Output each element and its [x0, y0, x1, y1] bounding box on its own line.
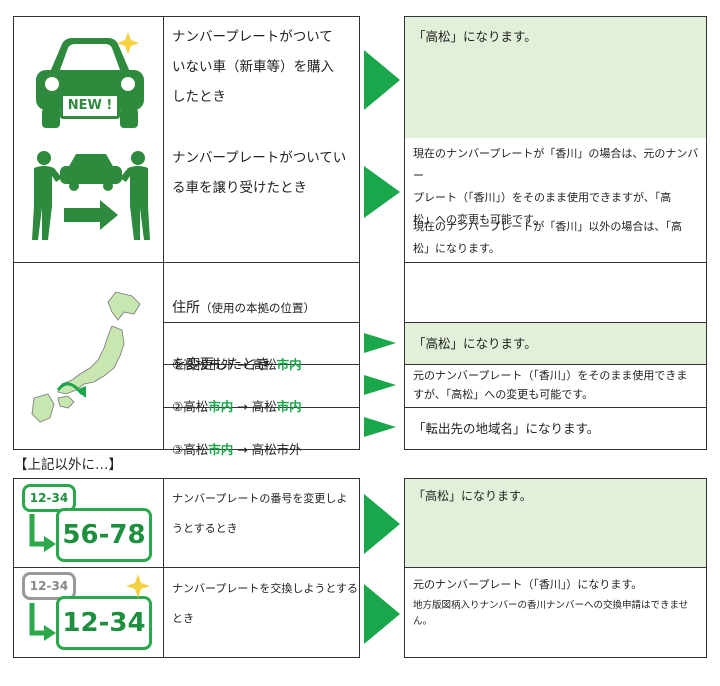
case2-result: 元のナンバープレート（「香川」）をそのまま使用できま すが、「高松」への変更も可…	[413, 369, 688, 401]
case3-result: 「転出先の地域名」になります。	[413, 421, 600, 436]
address-case3: ③高松市内 → 高松市外	[172, 442, 302, 457]
address-case2: ②高松市内 → 高松市内	[172, 399, 302, 414]
address-title-main2: を変更したとき	[172, 357, 270, 373]
address-title-sub: （使用の本拠の位置）	[200, 301, 315, 315]
address-case3-cell	[163, 407, 360, 450]
row1-result: 「高松」になります。	[413, 29, 537, 44]
new-badge: NEW !	[60, 93, 120, 119]
other-row1-arrow-icon	[364, 494, 400, 554]
address-blank-result	[404, 262, 707, 323]
new-plate-icon: 12-34	[56, 596, 152, 650]
row2-arrow-icon	[364, 166, 400, 218]
other-heading: 【上記以外に…】	[14, 457, 122, 473]
sparkle-icon	[126, 574, 150, 598]
car-handover-icon	[32, 151, 150, 240]
plate-change-arrow-icon	[29, 514, 56, 552]
plate-exchange-arrow-icon	[29, 603, 56, 641]
row1-arrow-icon	[364, 50, 400, 110]
other-row2-arrow-icon	[364, 584, 400, 644]
other-row1-result: 「高松」になります。	[413, 489, 532, 503]
case1-result: 「高松」になります。	[413, 336, 537, 351]
row2-result-p2: 現在のナンバープレートが「香川」以外の場合は、「高 松」になります。	[413, 220, 682, 255]
plate-big-icon: 56-78	[56, 508, 152, 562]
case2-arrow-icon	[364, 375, 396, 395]
other-row2-note: 地方版図柄入りナンバーの香川ナンバーへの交換申請はできません。	[413, 600, 689, 627]
old-plate-icon: 12-34	[22, 572, 76, 600]
other-result-cell-2	[404, 567, 707, 658]
address-title: 住所（使用の本拠の位置） を変更したとき	[172, 266, 358, 380]
address-case1: ①高松市外 → 高松市内	[172, 357, 302, 372]
plate-small-icon: 12-34	[22, 484, 76, 512]
upper-result-highlight	[405, 17, 706, 138]
case1-arrow-icon	[364, 333, 396, 353]
other-row1-condition: ナンバープレートの番号を変更しよ うとするとき	[172, 492, 348, 535]
row2-condition: ナンバープレートがついてい る車を譲り受けたとき	[172, 150, 347, 196]
address-title-main: 住所	[172, 300, 200, 316]
other-text-cell-2	[163, 567, 360, 658]
case3-arrow-icon	[364, 417, 396, 437]
row1-condition: ナンバープレートがついて いない車（新車等）を購入 したとき	[172, 29, 334, 105]
row2-result-p1: 現在のナンバープレートが「香川」の場合は、元のナンバー プレート（「香川」）をそ…	[413, 147, 699, 226]
japan-map-icon	[31, 291, 141, 423]
address-case3-result-cell	[404, 407, 707, 450]
other-row2-condition: ナンバープレートを交換しようとする とき	[172, 582, 359, 625]
other-row2-result: 元のナンバープレート（「香川」）になります。	[413, 578, 643, 591]
